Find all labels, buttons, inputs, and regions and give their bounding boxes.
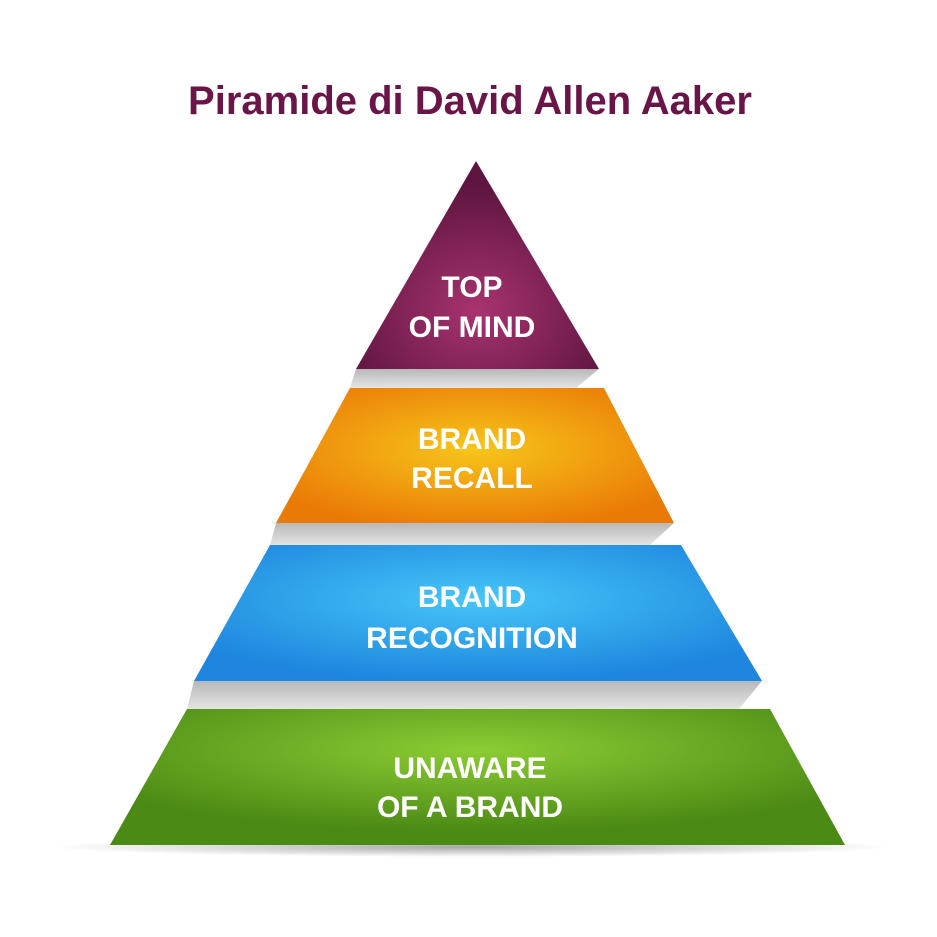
separator-2 <box>270 523 674 545</box>
page-title: Piramide di David Allen Aaker <box>188 79 752 123</box>
tier-label-brand-recall-line2: RECALL <box>411 462 533 495</box>
tier-top-of-mind <box>356 161 599 369</box>
tier-brand-recall <box>276 388 674 523</box>
tier-label-brand-recognition-line1: BRAND <box>418 581 526 614</box>
tier-label-unaware-line2: OF A BRAND <box>377 791 563 824</box>
separator-1 <box>350 369 599 388</box>
tier-brand-recognition <box>194 545 762 681</box>
separator-3 <box>187 681 762 709</box>
tier-unaware-of-a-brand <box>110 709 845 845</box>
tier-label-unaware-line1: UNAWARE <box>393 752 546 785</box>
tier-label-brand-recognition-line2: RECOGNITION <box>366 622 578 655</box>
tier-label-brand-recall-line1: BRAND <box>418 423 526 456</box>
tier-label-top-of-mind-line1: TOP <box>441 271 502 304</box>
tier-label-top-of-mind-line2: OF MIND <box>409 311 536 344</box>
